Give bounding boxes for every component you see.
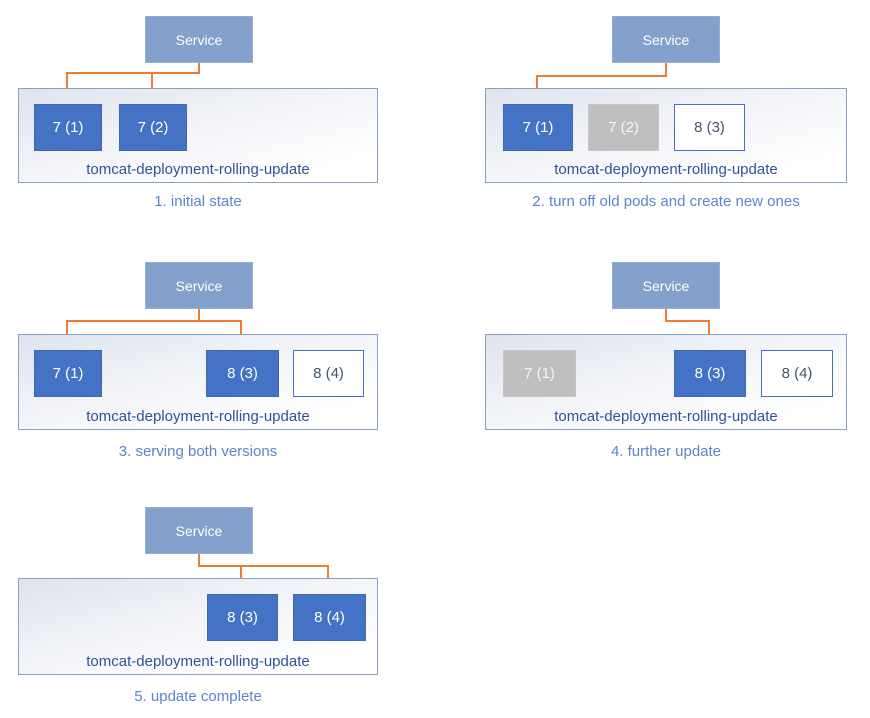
deployment-box: 8 (3) 8 (4) tomcat-deployment-rolling-up…: [18, 578, 378, 675]
step-caption: 5. update complete: [134, 688, 262, 705]
pod-7-1: 7 (1): [503, 350, 576, 397]
pod-8-3: 8 (3): [207, 594, 278, 641]
pod-8-4: 8 (4): [293, 350, 364, 397]
service-label: Service: [175, 522, 223, 539]
pod-8-3: 8 (3): [206, 350, 279, 397]
pod-8-4: 8 (4): [293, 594, 366, 641]
deployment-label: tomcat-deployment-rolling-update: [86, 161, 310, 178]
pod-7-2: 7 (2): [588, 104, 659, 151]
service-label: Service: [175, 277, 223, 294]
deployment-box: 7 (1) 8 (3) 8 (4) tomcat-deployment-roll…: [485, 334, 847, 430]
pod-7-1: 7 (1): [34, 350, 102, 397]
pod-7-1: 7 (1): [34, 104, 102, 151]
pod-8-4: 8 (4): [761, 350, 833, 397]
pod-7-1: 7 (1): [503, 104, 573, 151]
step-caption: 4. further update: [610, 443, 722, 460]
service-box: Service: [145, 262, 253, 309]
service-label: Service: [175, 31, 223, 48]
service-label: Service: [642, 277, 690, 294]
pod-8-3: 8 (3): [674, 350, 746, 397]
deployment-box: 7 (1) 7 (2) tomcat-deployment-rolling-up…: [18, 88, 378, 183]
step-caption: 3. serving both versions: [118, 443, 278, 460]
service-label: Service: [642, 31, 690, 48]
deployment-label: tomcat-deployment-rolling-update: [86, 653, 310, 670]
service-box: Service: [612, 262, 720, 309]
deployment-label: tomcat-deployment-rolling-update: [554, 408, 778, 425]
deployment-label: tomcat-deployment-rolling-update: [554, 161, 778, 178]
deployment-label: tomcat-deployment-rolling-update: [86, 408, 310, 425]
deployment-box: 7 (1) 7 (2) 8 (3) tomcat-deployment-roll…: [485, 88, 847, 183]
pod-8-3: 8 (3): [674, 104, 745, 151]
service-box: Service: [145, 16, 253, 63]
pod-7-2: 7 (2): [119, 104, 187, 151]
service-box: Service: [145, 507, 253, 554]
deployment-box: 7 (1) 8 (3) 8 (4) tomcat-deployment-roll…: [18, 334, 378, 430]
step-caption: 1. initial state: [154, 193, 242, 210]
service-box: Service: [612, 16, 720, 63]
step-caption: 2. turn off old pods and create new ones: [532, 193, 800, 210]
